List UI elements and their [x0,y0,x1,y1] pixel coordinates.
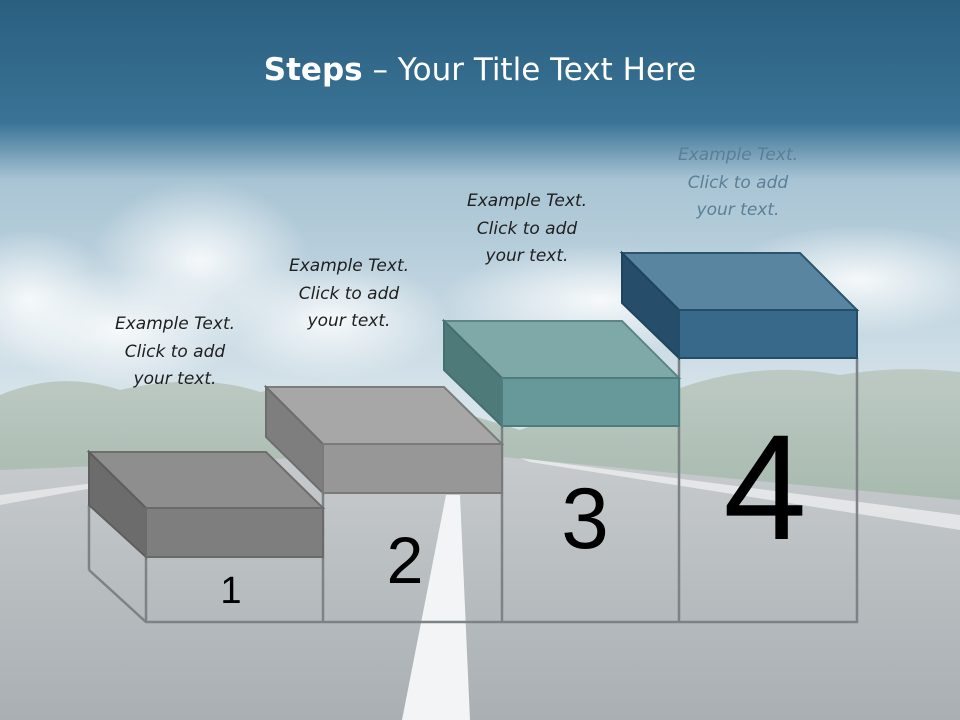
caption-line: Example Text. [288,256,410,276]
step-caption-4[interactable]: Example Text. Click to add your text. [653,142,823,225]
step-block-3[interactable] [441,318,682,429]
caption-line: Click to add [298,283,400,304]
caption-line: your text. [696,200,780,220]
caption-line: Example Text. [466,191,588,211]
caption-line: Click to add [124,341,226,362]
step-number-2: 2 [386,523,424,597]
step-caption-3[interactable]: Example Text. Click to add your text. [442,188,612,271]
step-caption-2[interactable]: Example Text. Click to add your text. [264,253,434,336]
step-number-4: 4 [723,403,807,571]
title-rest: – Your Title Text Here [362,52,697,88]
step-number-1: 1 [220,570,242,612]
caption-line: your text. [485,246,569,266]
caption-line: Example Text. [114,314,236,334]
step-block-4[interactable] [619,250,860,361]
caption-line: your text. [133,369,217,389]
title-bold: Steps [263,52,363,88]
step-number-3: 3 [561,471,609,567]
caption-line: Example Text. [677,145,799,165]
caption-line: Click to add [687,172,789,193]
step-block-1[interactable] [86,449,326,560]
slide-title[interactable]: Steps – Your Title Text Here [0,52,960,88]
step-block-2[interactable] [263,384,505,496]
caption-line: Click to add [476,218,578,239]
caption-line: your text. [307,311,391,331]
step-caption-1[interactable]: Example Text. Click to add your text. [90,311,260,394]
